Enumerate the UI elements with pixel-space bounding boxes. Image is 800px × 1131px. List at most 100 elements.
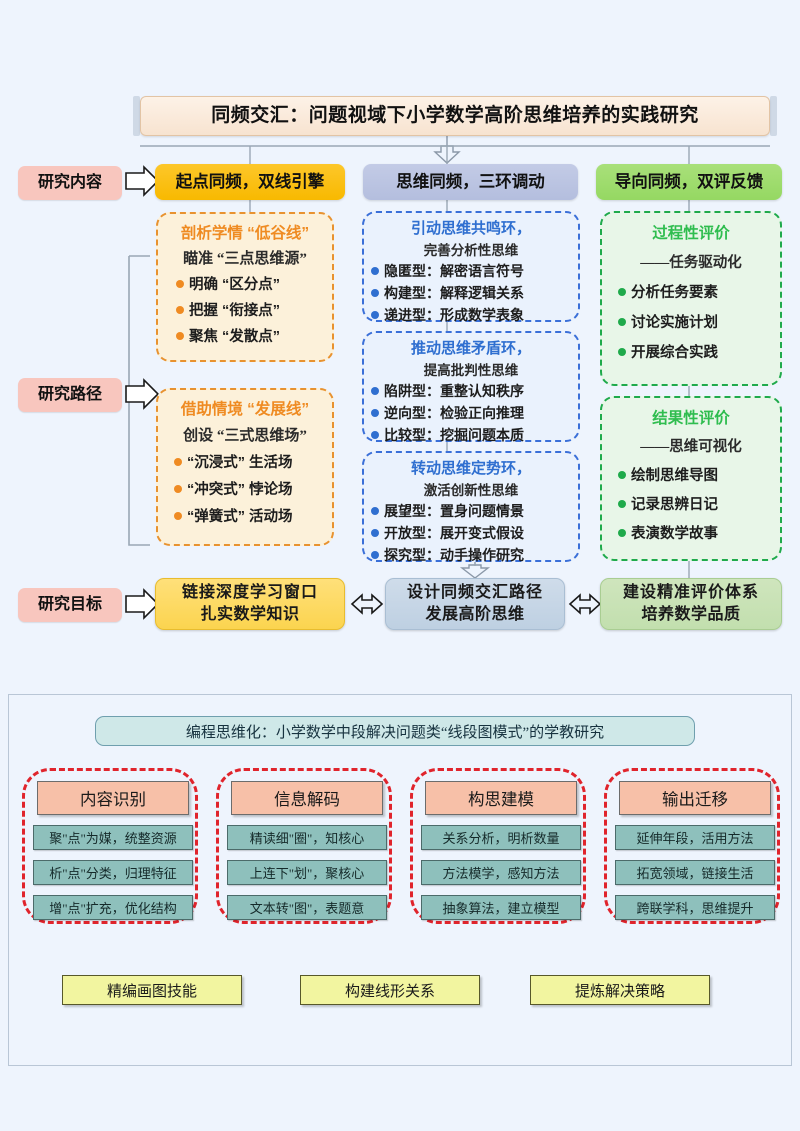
list-item: 构建型：解释逻辑关系 <box>371 283 571 303</box>
stage-content-recognition: 内容识别 聚"点"为媒，统整资源 析"点"分类，归理特征 增"点"扩充，优化结构 <box>22 768 198 924</box>
list-item: 把握 “衔接点” <box>176 299 322 320</box>
bullet-dot-icon <box>371 409 379 417</box>
diagram2-title: 编程思维化：小学数学中段解决问题类“线段图模式”的学教研究 <box>95 716 695 746</box>
bullet-dot-icon <box>618 287 626 296</box>
panel-process-evaluation: 过程性评价 ——任务驱动化 分析任务要素 讨论实施计划 开展综合实践 <box>600 211 782 386</box>
panel-subtitle: 激活创新性思维 <box>423 483 519 498</box>
panel-context-development: 借助情境 “发展线” 创设 “三式思维场” “沉浸式” 生活场 “冲突式” 悖论… <box>156 388 334 546</box>
bullet-dot-icon <box>371 387 379 395</box>
list-item: 比较型：挖掘问题本质 <box>371 425 571 445</box>
stage-item: 聚"点"为媒，统整资源 <box>33 825 193 850</box>
panel-subtitle: 提高批判性思维 <box>423 363 519 378</box>
bullet-dot-icon <box>176 305 184 314</box>
stage-item: 抽象算法，建立模型 <box>421 895 581 920</box>
stage-item: 拓宽领域，链接生活 <box>615 860 775 885</box>
goal-line-1: 建设精准评价体系 <box>622 584 759 602</box>
list-item-label: 绘制思维导图 <box>631 468 718 484</box>
list-item-label: 分析任务要素 <box>631 285 718 301</box>
panel-subtitle: 瞄准 “三点思维源” <box>183 251 307 267</box>
list-item-label: 把握 “衔接点” <box>189 303 281 319</box>
goal-box-evaluation-system: 建设精准评价体系 培养数学品质 <box>600 578 782 630</box>
bullet-dot-icon <box>618 470 626 479</box>
list-item-label: 构建型：解释逻辑关系 <box>384 285 524 301</box>
stage-item: 精读细"圈"，知核心 <box>227 825 387 850</box>
panel-item-list: 展望型：置身问题情景 开放型：展开变式假设 探究型：动手操作研究 <box>371 501 571 565</box>
bullet-dot-icon <box>371 551 379 559</box>
stage-item: 跨联学科，思维提升 <box>615 895 775 920</box>
stage-information-decoding: 信息解码 精读细"圈"，知核心 上连下"划"，聚核心 文本转"图"，表题意 <box>216 768 392 924</box>
bullet-dot-icon <box>176 331 184 340</box>
list-item-label: 讨论实施计划 <box>631 315 718 331</box>
bullet-dot-icon <box>371 507 379 515</box>
bullet-dot-icon <box>371 289 379 297</box>
skill-box-drawing: 精编画图技能 <box>62 975 242 1005</box>
panel-item-list: “沉浸式” 生活场 “冲突式” 悖论场 “弹簧式” 活动场 <box>168 451 322 526</box>
bullet-dot-icon <box>174 511 182 520</box>
column-header-startpoint: 起点同频，双线引擎 <box>155 164 345 200</box>
panel-title: 结果性评价 <box>652 410 730 427</box>
panel-subtitle: ——任务驱动化 <box>640 255 742 271</box>
stage-item: 析"点"分类，归理特征 <box>33 860 193 885</box>
list-item-label: “弹簧式” 活动场 <box>187 509 293 525</box>
stage-item: 延伸年段，活用方法 <box>615 825 775 850</box>
label-research-path: 研究路径 <box>18 378 122 412</box>
list-item-label: 展望型：置身问题情景 <box>384 503 524 519</box>
list-item: 逆向型：检验正向推理 <box>371 403 571 423</box>
list-item-label: 聚焦 “发散点” <box>189 329 281 345</box>
skill-box-strategy: 提炼解决策略 <box>530 975 710 1005</box>
stage-item: 增"点"扩充，优化结构 <box>33 895 193 920</box>
stage-item: 方法模学，感知方法 <box>421 860 581 885</box>
list-item: 开展综合实践 <box>618 341 768 362</box>
list-item-label: 开展综合实践 <box>631 345 718 361</box>
bullet-dot-icon <box>174 484 182 493</box>
panel-subtitle: 完善分析性思维 <box>423 243 519 258</box>
goal-line-1: 设计同频交汇路径 <box>406 584 543 602</box>
list-item-label: 开放型：展开变式假设 <box>384 525 524 541</box>
panel-title: 推动思维矛盾环， <box>410 340 531 357</box>
list-item-label: 递进型：形成数学表象 <box>384 307 524 323</box>
list-item: 分析任务要素 <box>618 281 768 302</box>
list-item: 绘制思维导图 <box>618 464 768 485</box>
stage-name: 信息解码 <box>231 781 383 815</box>
bullet-dot-icon <box>618 317 626 326</box>
title-left-bar <box>133 96 140 136</box>
list-item: 开放型：展开变式假设 <box>371 523 571 543</box>
panel-title: 借助情境 “发展线” <box>180 401 310 418</box>
list-item-label: 明确 “区分点” <box>189 277 281 293</box>
list-item: “沉浸式” 生活场 <box>174 451 322 472</box>
list-item: 隐匿型：解密语言符号 <box>371 261 571 281</box>
panel-title: 引动思维共鸣环， <box>410 220 531 237</box>
bullet-dot-icon <box>371 311 379 319</box>
bullet-dot-icon <box>618 528 626 537</box>
label-research-goal: 研究目标 <box>18 588 122 622</box>
stage-item: 上连下"划"，聚核心 <box>227 860 387 885</box>
column-header-thinking: 思维同频，三环调动 <box>363 164 578 200</box>
panel-item-list: 明确 “区分点” 把握 “衔接点” 聚焦 “发散点” <box>168 273 322 346</box>
panel-subtitle: ——思维可视化 <box>640 439 742 455</box>
goal-box-path-design: 设计同频交汇路径 发展高阶思维 <box>385 578 565 630</box>
panel-analyze-learning: 剖析学情 “低谷线” 瞄准 “三点思维源” 明确 “区分点” 把握 “衔接点” … <box>156 212 334 362</box>
list-item-label: 探究型：动手操作研究 <box>384 547 524 563</box>
bullet-dot-icon <box>618 499 626 508</box>
goal-line-2: 发展高阶思维 <box>425 606 525 623</box>
list-item: “弹簧式” 活动场 <box>174 505 322 526</box>
panel-item-list: 隐匿型：解密语言符号 构建型：解释逻辑关系 递进型：形成数学表象 <box>371 261 571 325</box>
list-item: 陷阱型：重整认知秩序 <box>371 381 571 401</box>
stage-conception-modeling: 构思建模 关系分析，明析数量 方法模学，感知方法 抽象算法，建立模型 <box>410 768 586 924</box>
panel-title: 剖析学情 “低谷线” <box>180 225 310 242</box>
panel-item-list: 绘制思维导图 记录思辨日记 表演数学故事 <box>614 464 768 543</box>
panel-item-list: 陷阱型：重整认知秩序 逆向型：检验正向推理 比较型：挖掘问题本质 <box>371 381 571 445</box>
stage-name: 输出迁移 <box>619 781 771 815</box>
panel-subtitle: 创设 “三式思维场” <box>183 428 307 444</box>
stage-item: 文本转"图"，表题意 <box>227 895 387 920</box>
list-item-label: 记录思辨日记 <box>631 497 718 513</box>
list-item: 递进型：形成数学表象 <box>371 305 571 325</box>
label-research-content: 研究内容 <box>18 166 122 200</box>
stage-name: 构思建模 <box>425 781 577 815</box>
list-item-label: “沉浸式” 生活场 <box>187 455 293 471</box>
list-item-label: 隐匿型：解密语言符号 <box>384 263 524 279</box>
bullet-dot-icon <box>174 457 182 466</box>
list-item: 记录思辨日记 <box>618 493 768 514</box>
panel-resonance-loop: 引动思维共鸣环， 完善分析性思维 隐匿型：解密语言符号 构建型：解释逻辑关系 递… <box>362 211 580 325</box>
